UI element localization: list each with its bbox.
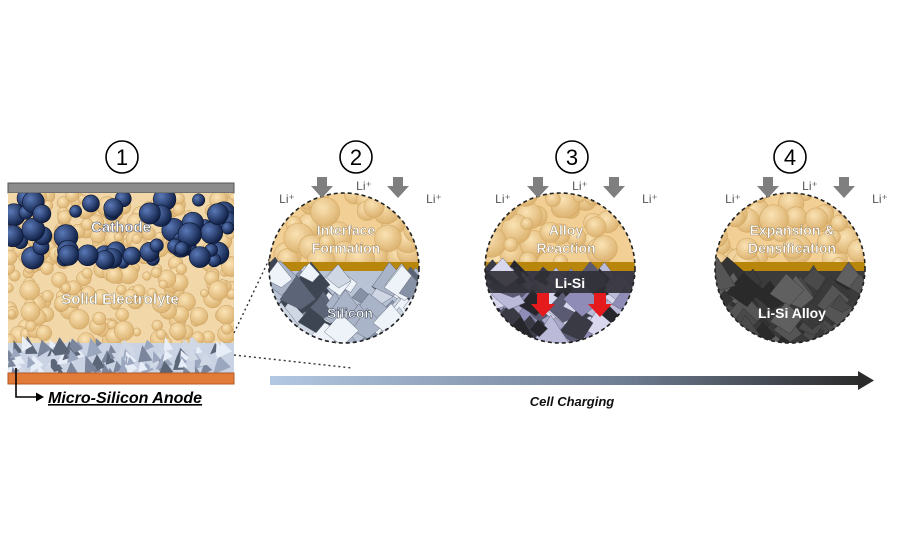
cell-charging-label: Cell Charging [530,394,615,409]
cathode-particles [8,193,234,270]
li-ion-label: Li⁺ [279,192,295,206]
li-ion-label: Li⁺ [426,192,442,206]
down-arrow-icon [833,177,855,198]
cell-stack: Cathode Solid Electrolyte [7,182,235,385]
zoom-guide-bottom [233,354,353,369]
step-3-title-line2: Reaction [536,240,595,256]
li-ion-label: Li⁺ [572,179,588,193]
down-arrow-icon [387,177,409,198]
li-si-alloy-label: Li-Si Alloy [758,305,826,321]
cathode-label: Cathode [91,219,151,236]
lithium-ion-flow: Li⁺ Li⁺ Li⁺ Li⁺ Li⁺ Li⁺ Li⁺ Li⁺ Li⁺ [279,177,888,206]
down-arrow-icon [311,177,333,198]
expansion-densification-panel: Expansion & Densification Li-Si Alloy [714,192,866,344]
step-4-title-line1: Expansion & [750,222,835,238]
red-down-arrow-icon [531,293,555,317]
step-3-title-line1: Alloy [549,222,583,238]
step-4-title-line2: Densification [748,240,836,256]
step-2-badge: 2 [339,140,373,174]
step-2-title-line2: Formation [312,240,380,256]
top-current-collector [7,182,235,194]
down-arrow-icon [527,177,549,198]
red-down-arrow-icon [588,293,612,317]
anode-pointer [15,368,44,402]
svg-text:3: 3 [566,145,578,170]
step-1-badge: 1 [105,140,139,174]
svg-text:1: 1 [116,145,128,170]
down-arrow-icon [603,177,625,198]
li-ion-label: Li⁺ [802,179,818,193]
interface-formation-panel: Interface Formation Silicon [268,192,420,344]
li-ion-label: Li⁺ [642,192,658,206]
bottom-current-collector [7,372,235,385]
svg-text:4: 4 [784,145,796,170]
down-arrow-icon [757,177,779,198]
step-4-badge: 4 [773,140,807,174]
silicon-anode-layer [8,335,234,373]
step-2-title-line1: Interface [317,222,376,238]
li-ion-label: Li⁺ [725,192,741,206]
li-ion-label: Li⁺ [872,192,888,206]
gradient-right-arrow-icon [270,371,874,390]
li-ion-label: Li⁺ [356,179,372,193]
alloy-reaction-panel: Alloy Reaction Li-Si [484,192,636,344]
li-si-label: Li-Si [555,275,585,291]
silicon-label: Silicon [327,305,373,321]
electrolyte-label: Solid Electrolyte [61,291,179,308]
li-ion-label: Li⁺ [495,192,511,206]
step-3-badge: 3 [555,140,589,174]
svg-text:2: 2 [350,145,362,170]
micro-silicon-anode-label: Micro-Silicon Anode [48,390,202,407]
